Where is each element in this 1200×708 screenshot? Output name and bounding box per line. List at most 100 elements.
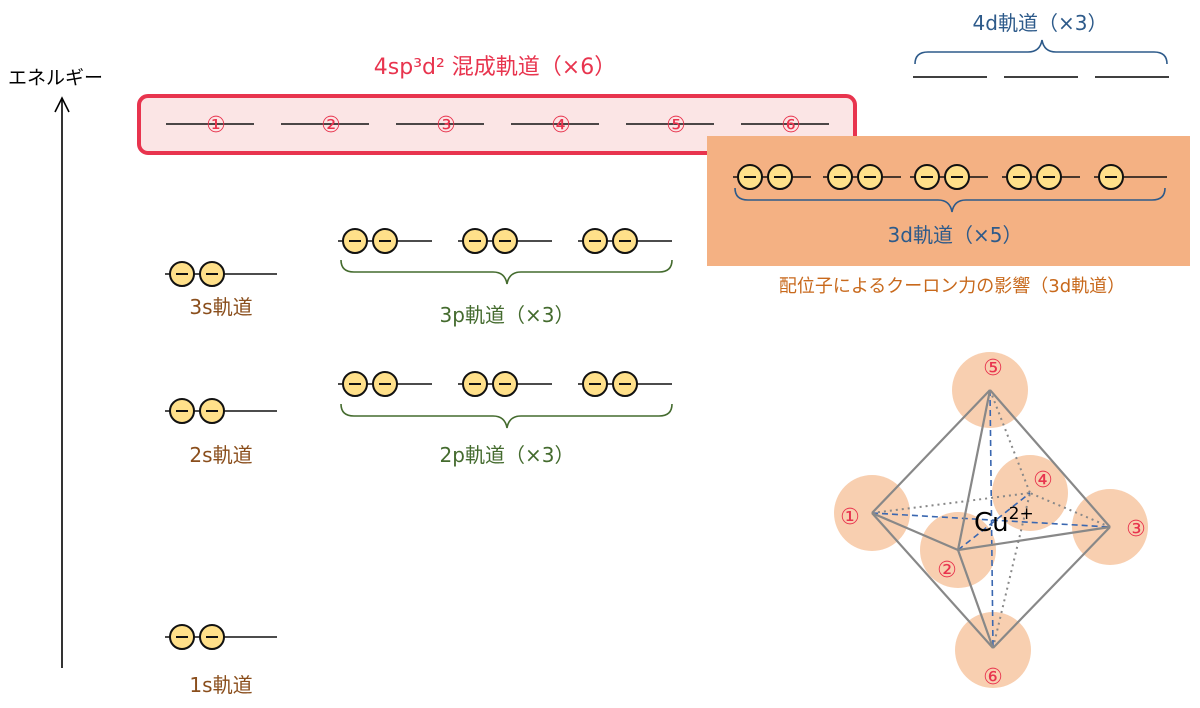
- orbital-2p-line: [578, 371, 672, 397]
- ligand-number-1: ①: [840, 505, 860, 530]
- electron: [492, 228, 518, 254]
- orbital-3d-label: 3d軌道（×5）: [888, 223, 1023, 247]
- electron: [169, 261, 195, 287]
- orbital-4d-label: 4d軌道（×3）: [973, 11, 1108, 35]
- electron: [492, 371, 518, 397]
- hybrid-slot: ①: [166, 113, 254, 138]
- electron: [1036, 164, 1062, 190]
- electron: [737, 164, 763, 190]
- orbital-3s-group: 3s軌道: [165, 261, 277, 319]
- orbital-2s-line: [165, 398, 277, 424]
- orbital-3s-label: 3s軌道: [189, 295, 252, 319]
- hybrid-title: 4sp³d² 混成軌道（×6）: [374, 55, 616, 80]
- hybrid-slot-number: ①: [206, 113, 226, 138]
- orbital-3d-group: 3d軌道（×5） 配位子によるクーロン力の影響（3d軌道）: [707, 136, 1190, 297]
- coulomb-effect-box: [707, 136, 1190, 266]
- hybrid-slot: ④: [511, 113, 599, 138]
- hybrid-slot-number: ⑥: [781, 113, 801, 138]
- orbital-3d-brace: [734, 187, 1166, 213]
- orbital-4d-brace: [914, 39, 1168, 65]
- electron: [169, 624, 195, 650]
- octahedron-back-edges: [871, 389, 1111, 649]
- orbital-1s-label: 1s軌道: [189, 673, 252, 697]
- coulomb-note: 配位子によるクーロン力の影響（3d軌道）: [779, 276, 1125, 297]
- electron: [767, 164, 793, 190]
- ligand-number-4: ④: [1033, 468, 1053, 493]
- ligand-number-3: ③: [1126, 517, 1146, 542]
- orbital-3d-line: [1094, 164, 1167, 190]
- orbital-4d-group: 4d軌道（×3）: [913, 11, 1169, 78]
- orbital-1s-group: 1s軌道: [165, 624, 277, 697]
- hybrid-slot: ②: [281, 113, 369, 138]
- electron: [199, 624, 225, 650]
- electron: [914, 164, 940, 190]
- hybrid-slot-number: ②: [321, 113, 341, 138]
- octahedron-front-edges: [871, 389, 1111, 649]
- electron: [342, 371, 368, 397]
- hybrid-slot-number: ④: [551, 113, 571, 138]
- orbital-2p-line: [458, 371, 552, 397]
- hybrid-slot: ⑥: [741, 113, 829, 138]
- energy-axis-label: エネルギー: [8, 67, 103, 89]
- electron: [199, 398, 225, 424]
- electron: [612, 228, 638, 254]
- electron: [169, 398, 195, 424]
- orbital-2p-brace: [340, 403, 673, 429]
- octahedron-axes: [871, 389, 1111, 649]
- orbital-3p-line: [338, 228, 432, 254]
- electron: [342, 228, 368, 254]
- electron: [582, 371, 608, 397]
- octahedron-group: ⑤ ④ ① ③ ② ⑥ Cu2+: [834, 352, 1148, 690]
- hybrid-slot-number: ⑤: [666, 113, 686, 138]
- electron: [372, 371, 398, 397]
- electron: [199, 261, 225, 287]
- orbital-3d-line: [1002, 164, 1080, 190]
- hybrid-slot-number: ③: [436, 113, 456, 138]
- hybrid-orbital-group: 4sp³d² 混成軌道（×6） ① ② ③ ④ ⑤ ⑥: [137, 55, 857, 155]
- orbital-3p-brace: [340, 259, 673, 285]
- orbital-1s-level: [165, 624, 277, 650]
- orbital-3d-levels: [733, 164, 1167, 190]
- orbital-3p-label: 3p軌道（×3）: [440, 303, 575, 327]
- hybrid-orbital-box: [137, 94, 857, 155]
- orbital-3p-levels: [338, 228, 672, 254]
- orbital-3d-line: [823, 164, 901, 190]
- electron: [462, 371, 488, 397]
- orbital-3s-line: [165, 261, 277, 287]
- orbital-2p-group: 2p軌道（×3）: [338, 371, 673, 467]
- electron: [827, 164, 853, 190]
- orbital-2p-levels: [338, 371, 672, 397]
- orbital-2s-label: 2s軌道: [189, 443, 252, 467]
- electron: [1098, 164, 1124, 190]
- ligand-number-6: ⑥: [983, 665, 1003, 690]
- orbital-3s-level: [165, 261, 277, 287]
- energy-axis: エネルギー: [8, 67, 103, 668]
- orbital-3p-line: [578, 228, 672, 254]
- orbital-1s-line: [165, 624, 277, 650]
- hybrid-slot: ⑤: [626, 113, 714, 138]
- electron: [857, 164, 883, 190]
- electron: [944, 164, 970, 190]
- central-ion-label: Cu2+: [974, 504, 1034, 538]
- orbital-2s-level: [165, 398, 277, 424]
- ligand-number-2: ②: [937, 558, 957, 583]
- orbital-3p-line: [458, 228, 552, 254]
- orbital-2s-group: 2s軌道: [165, 398, 277, 467]
- electron: [372, 228, 398, 254]
- ligand-circle-6: [955, 612, 1031, 688]
- orbital-3p-group: 3p軌道（×3）: [338, 228, 673, 327]
- electron: [582, 228, 608, 254]
- electron: [612, 371, 638, 397]
- hybrid-slots: ① ② ③ ④ ⑤ ⑥: [166, 113, 829, 138]
- electron: [1006, 164, 1032, 190]
- orbital-3d-line: [910, 164, 988, 190]
- energy-axis-arrowhead: [54, 96, 70, 113]
- orbital-2p-line: [338, 371, 432, 397]
- orbital-2p-label: 2p軌道（×3）: [440, 443, 575, 467]
- electron: [462, 228, 488, 254]
- hybrid-slot: ③: [396, 113, 484, 138]
- orbital-3d-line: [733, 164, 811, 190]
- ligand-number-5: ⑤: [983, 356, 1003, 381]
